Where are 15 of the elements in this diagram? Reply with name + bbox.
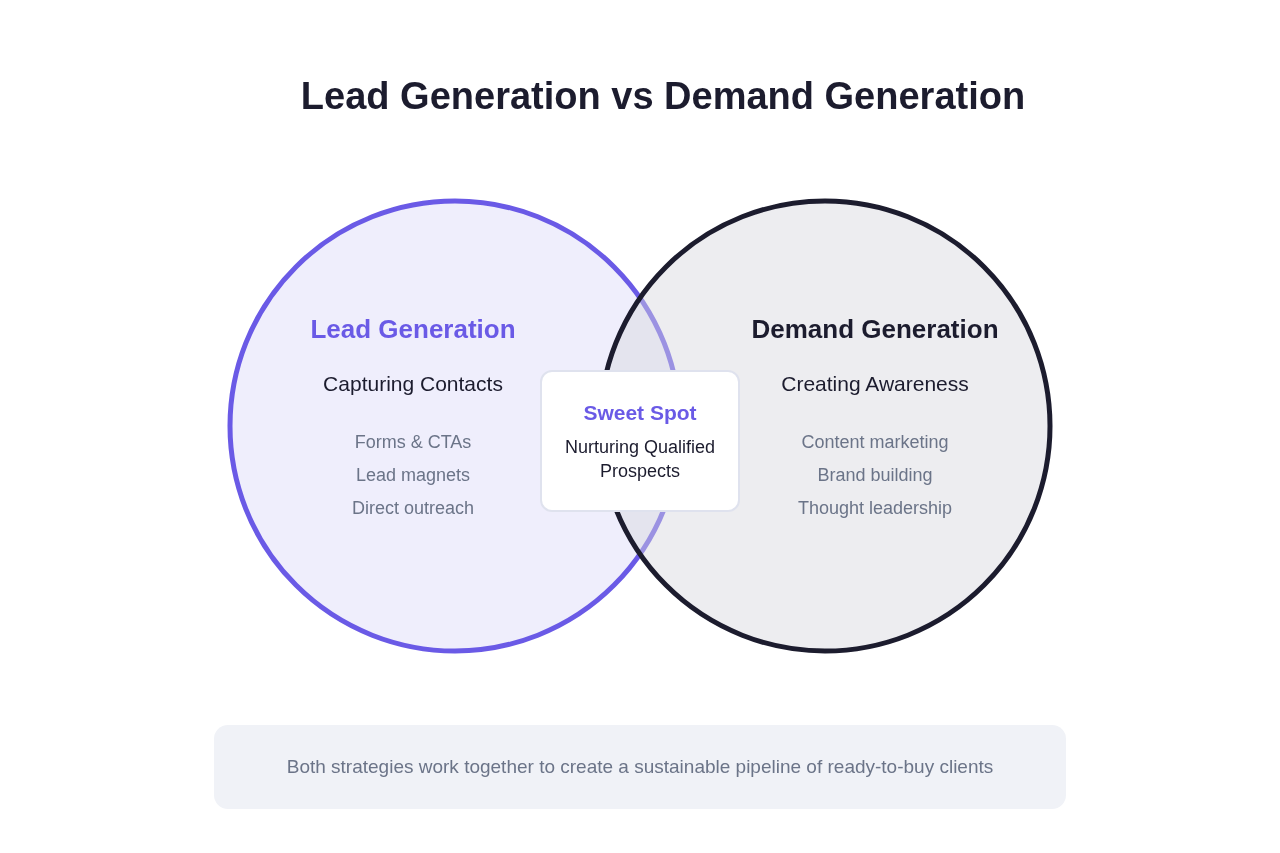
diagram-title: Lead Generation vs Demand Generation bbox=[300, 74, 1026, 119]
circle-subtitle: Creating Awareness bbox=[781, 371, 969, 397]
list-item: Direct outreach bbox=[351, 498, 475, 520]
card-heading: Sweet Spot bbox=[583, 399, 697, 426]
list-item: Lead magnets bbox=[355, 465, 471, 487]
list-item: Brand building bbox=[817, 465, 933, 487]
circle-heading: Demand Generation bbox=[751, 314, 999, 346]
circle-heading: Lead Generation bbox=[310, 314, 516, 346]
list-item: Forms & CTAs bbox=[354, 432, 472, 454]
note-text: Both strategies work together to create a sustainable pipeline of ready-to-buy clients bbox=[286, 756, 994, 778]
circle-subtitle: Capturing Contacts bbox=[323, 371, 503, 397]
card-text: Nurturing Qualified Prospects bbox=[563, 435, 717, 484]
callout-card bbox=[540, 370, 740, 512]
list-item: Content marketing bbox=[801, 432, 949, 454]
list-item: Thought leadership bbox=[797, 498, 953, 520]
